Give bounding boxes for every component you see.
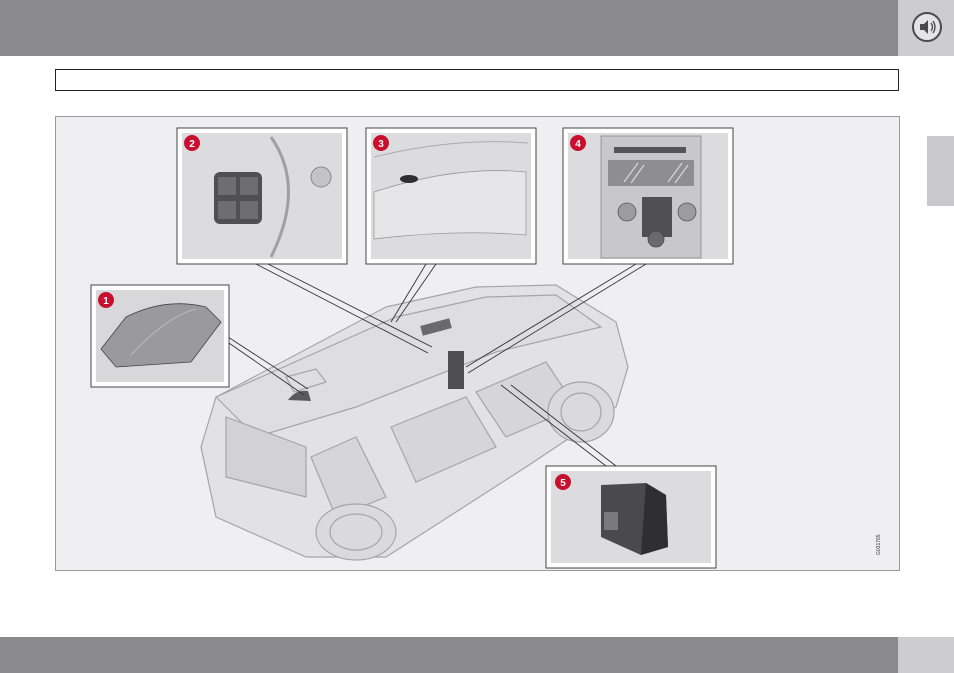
callout-1: 1 bbox=[103, 296, 109, 307]
speaker-glyph bbox=[914, 14, 940, 40]
car-illustration-svg: 1 2 3 4 5 bbox=[56, 117, 901, 572]
callout-4: 4 bbox=[575, 139, 581, 150]
panel-on-car bbox=[448, 351, 464, 389]
car-illustration: 1 2 3 4 5 bbox=[55, 116, 900, 571]
inset-3-microphone bbox=[366, 128, 536, 264]
inset-2-steering-wheel bbox=[177, 128, 347, 264]
header-bar bbox=[0, 0, 898, 56]
inset-5-module bbox=[546, 466, 716, 568]
callout-2: 2 bbox=[189, 139, 195, 150]
callout-5: 5 bbox=[560, 478, 566, 489]
footer-corner bbox=[898, 637, 954, 673]
figure-code: G031765 bbox=[876, 534, 882, 555]
footer-bar bbox=[0, 637, 898, 673]
speaker-icon[interactable] bbox=[912, 12, 942, 42]
section-heading-box bbox=[55, 69, 899, 91]
callout-3: 3 bbox=[378, 139, 384, 150]
inset-4-center-console bbox=[563, 128, 733, 264]
chapter-tab[interactable] bbox=[927, 136, 954, 206]
